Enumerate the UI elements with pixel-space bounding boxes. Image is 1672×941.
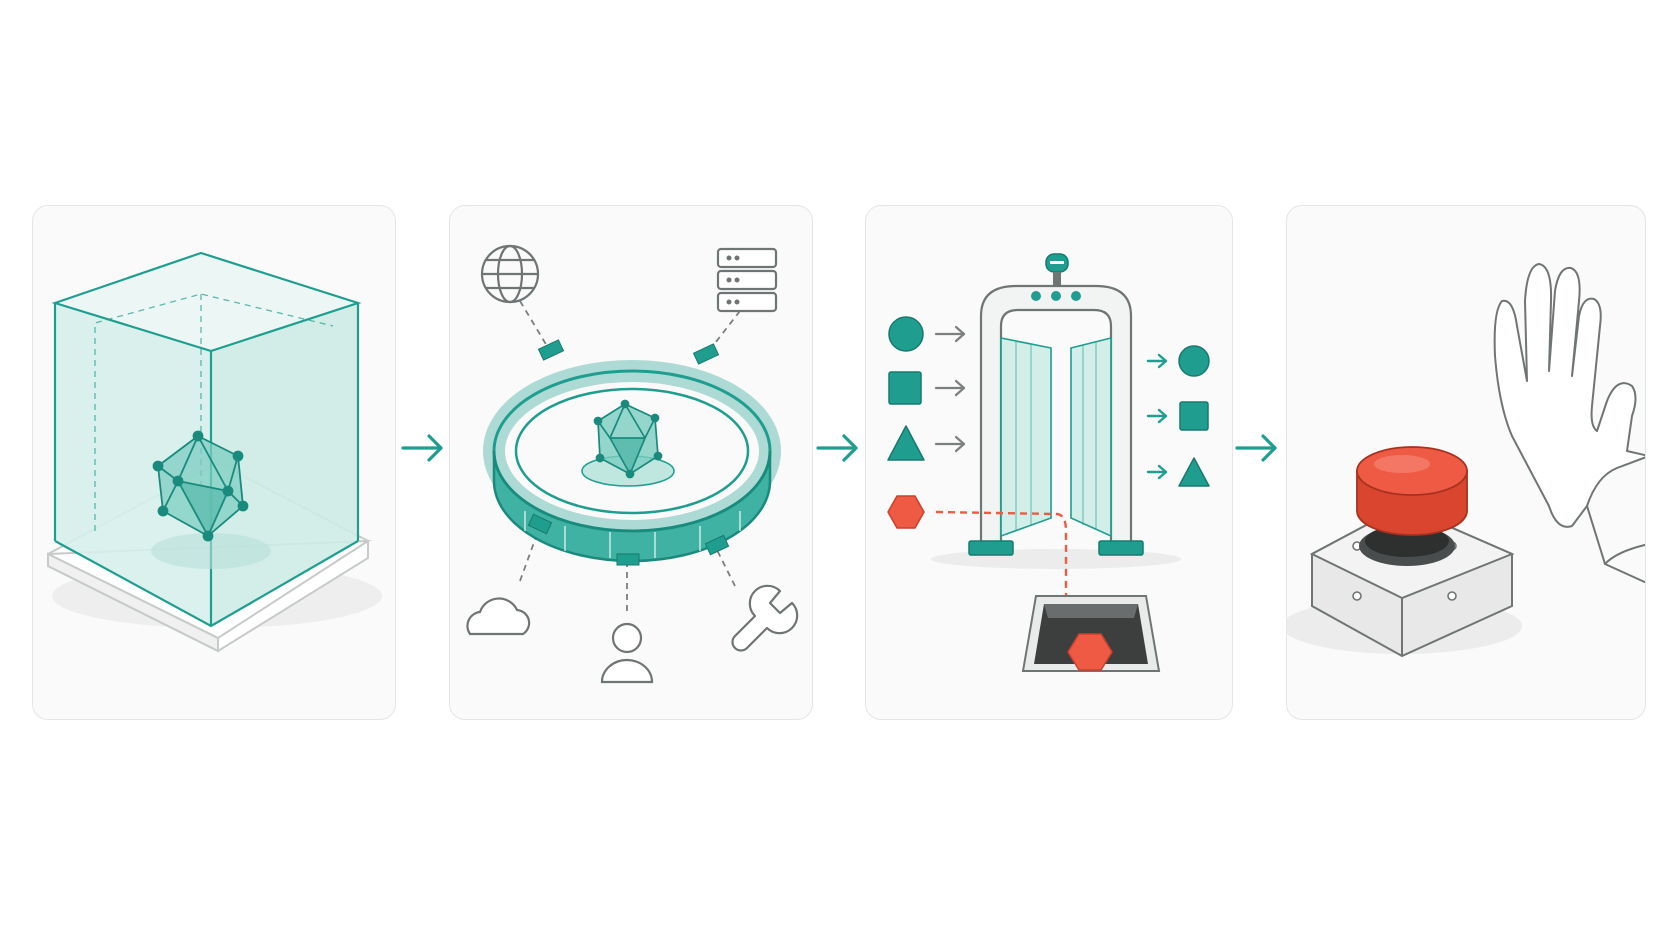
triangle-shape-icon <box>887 425 925 461</box>
arrow-right-icon <box>401 430 445 466</box>
stop-button-icon <box>1309 446 1515 658</box>
input-arrows <box>934 325 966 453</box>
panel-filtering <box>865 205 1233 720</box>
panel-access-control <box>449 205 813 720</box>
panel-shutdown <box>1286 205 1646 720</box>
gem-shadow <box>151 533 271 569</box>
user-icon <box>600 622 654 684</box>
circle-shape-icon <box>888 316 924 352</box>
cloud-icon <box>466 597 531 636</box>
square-shape-icon <box>1179 401 1209 431</box>
wrench-icon <box>731 584 799 652</box>
arrow-right-icon <box>816 430 860 466</box>
globe-icon <box>480 244 540 304</box>
access-control-illustration <box>466 244 799 684</box>
ring-ports <box>527 339 730 566</box>
polyhedron-icon <box>152 430 249 542</box>
containment-illustration <box>47 251 382 653</box>
reject-path <box>935 510 1068 646</box>
circle-shape-icon <box>1178 345 1210 377</box>
panel-containment <box>32 205 396 720</box>
server-icon <box>716 247 778 313</box>
filtering-illustration <box>887 253 1210 672</box>
hexagon-shape-icon <box>887 495 925 529</box>
output-arrows <box>1146 353 1168 480</box>
rejected-hexagon-icon <box>1067 633 1113 671</box>
gate-icon <box>968 253 1144 556</box>
triangle-shape-icon <box>1178 457 1210 487</box>
arrow-right-icon <box>1235 430 1279 466</box>
square-shape-icon <box>888 371 922 405</box>
shutdown-illustration <box>1287 263 1645 658</box>
stop-hand-icon <box>1493 263 1645 584</box>
polyhedron-icon <box>593 399 663 479</box>
